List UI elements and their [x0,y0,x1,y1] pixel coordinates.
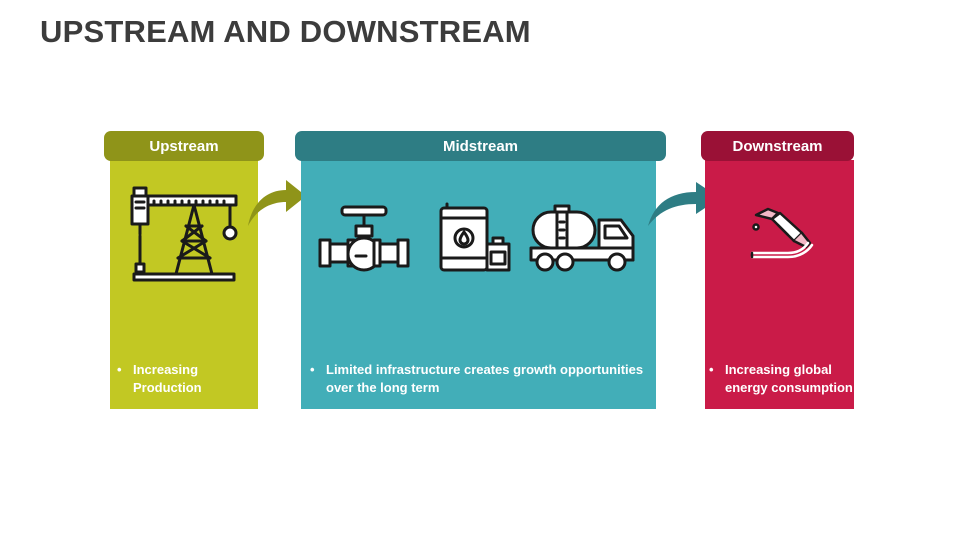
tanker-truck-icon [529,204,635,272]
oil-barrel-icon [439,202,511,272]
downstream-header: Downstream [701,131,854,161]
upstream-bullet: • Increasing Production [117,361,248,397]
arrow-midstream-to-downstream [648,182,720,226]
midstream-panel [301,160,656,409]
midstream-bullet: • Limited infrastructure creates growth … [310,361,648,397]
downstream-panel [705,160,854,409]
downstream-bullet-text: Increasing global energy consumption [725,362,853,395]
bullet-dot: • [117,362,122,377]
bullet-dot: • [709,362,714,377]
upstream-bullet-text: Increasing Production [133,362,202,395]
oil-derrick-icon [130,186,238,282]
midstream-header: Midstream [295,131,666,161]
midstream-bullet-text: Limited infrastructure creates growth op… [326,362,644,395]
page-title: UPSTREAM AND DOWNSTREAM [40,14,531,49]
pipeline-valve-icon [318,205,410,272]
bullet-dot: • [310,362,315,377]
upstream-header: Upstream [104,131,264,161]
fuel-nozzle-icon [750,207,814,259]
downstream-bullet: • Increasing global energy consumption [709,361,853,397]
arrow-upstream-to-midstream [248,180,306,226]
